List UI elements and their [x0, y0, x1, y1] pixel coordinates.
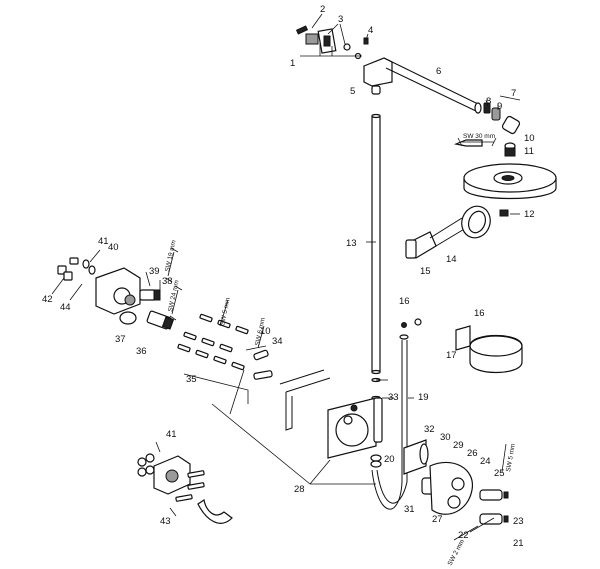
part-label-44: 44 — [60, 302, 71, 313]
part-label-2: 2 — [320, 4, 325, 15]
tool-label-sw5-right: SW 5 mm — [505, 443, 517, 472]
part-label-31: 31 — [404, 504, 415, 515]
small-seals — [51, 249, 101, 301]
part-label-15: 15 — [420, 266, 431, 277]
part-label-1: 1 — [290, 58, 295, 69]
wrench-icon — [457, 137, 497, 147]
part-label-14: 14 — [446, 254, 457, 265]
wrench-icon — [169, 285, 183, 321]
tool-label-sw19: SW 19 mm — [164, 240, 178, 273]
wrench-icon — [257, 325, 265, 349]
part-label-16-shelf: 16 — [474, 308, 485, 319]
part-label-43: 43 — [160, 516, 171, 527]
bottom-valve-set — [137, 441, 233, 524]
part-label-5: 5 — [350, 86, 355, 97]
arm-connector-parts — [483, 95, 521, 135]
part-label-13: 13 — [346, 238, 357, 249]
part-label-32: 32 — [424, 424, 435, 435]
shower-arm — [363, 57, 482, 114]
mixer-parts — [370, 439, 509, 533]
tool-label-sw30: SW 30 mm — [463, 133, 495, 140]
part-label-4: 4 — [368, 25, 373, 36]
part-label-39: 39 — [149, 266, 160, 277]
part-label-10: 10 — [524, 133, 535, 144]
tool-label-sw2: SW 2 mm — [447, 538, 467, 566]
part-label-9: 9 — [497, 101, 502, 112]
wall-bracket-assembly — [295, 13, 369, 60]
hand-shower — [405, 205, 491, 259]
part-label-21: 21 — [513, 538, 524, 549]
part-label-23: 23 — [513, 516, 524, 527]
part-label-35: 35 — [186, 374, 197, 385]
wrench-icon — [501, 443, 507, 473]
shower-shelf — [401, 318, 523, 373]
part-label-26: 26 — [467, 448, 478, 459]
part-label-12: 12 — [524, 209, 535, 220]
part-label-40: 40 — [108, 242, 119, 253]
part-label-28: 28 — [294, 484, 305, 495]
part-label-30: 30 — [440, 432, 451, 443]
valve-body — [95, 267, 175, 330]
part-label-41-bottom: 41 — [166, 429, 177, 440]
part-label-10-pins: 10 — [260, 326, 271, 337]
part-label-36: 36 — [136, 346, 147, 357]
tool-label-sw5: SW 5 mm — [219, 297, 232, 326]
part-label-16-top: 16 — [399, 296, 410, 307]
part-label-24: 24 — [480, 456, 491, 467]
part-label-17: 17 — [446, 350, 457, 361]
overhead-shower — [453, 139, 557, 217]
part-label-25: 25 — [494, 468, 505, 479]
part-label-33: 33 — [388, 392, 399, 403]
part-label-37: 37 — [115, 334, 126, 345]
riser-pipe — [371, 85, 381, 401]
part-label-7: 7 — [511, 88, 516, 99]
wrench-icon — [219, 299, 229, 327]
part-label-42: 42 — [42, 294, 53, 305]
part-label-11: 11 — [524, 146, 534, 157]
part-label-22: 22 — [458, 530, 469, 541]
part-label-41-top: 41 — [98, 236, 109, 247]
wrench-icon — [165, 247, 179, 283]
part-label-27: 27 — [432, 514, 443, 525]
part-label-38: 38 — [162, 276, 173, 287]
part-label-3: 3 — [338, 14, 343, 25]
wrench-icon — [453, 525, 479, 541]
leader-lines — [211, 241, 414, 485]
part-label-6: 6 — [436, 66, 441, 77]
part-label-20: 20 — [384, 454, 395, 465]
wall-mount-plate — [327, 397, 394, 459]
part-label-19: 19 — [418, 392, 429, 403]
part-label-8: 8 — [486, 96, 491, 107]
part-label-29: 29 — [453, 440, 464, 451]
pin-set — [177, 313, 331, 431]
part-label-34: 34 — [272, 336, 283, 347]
